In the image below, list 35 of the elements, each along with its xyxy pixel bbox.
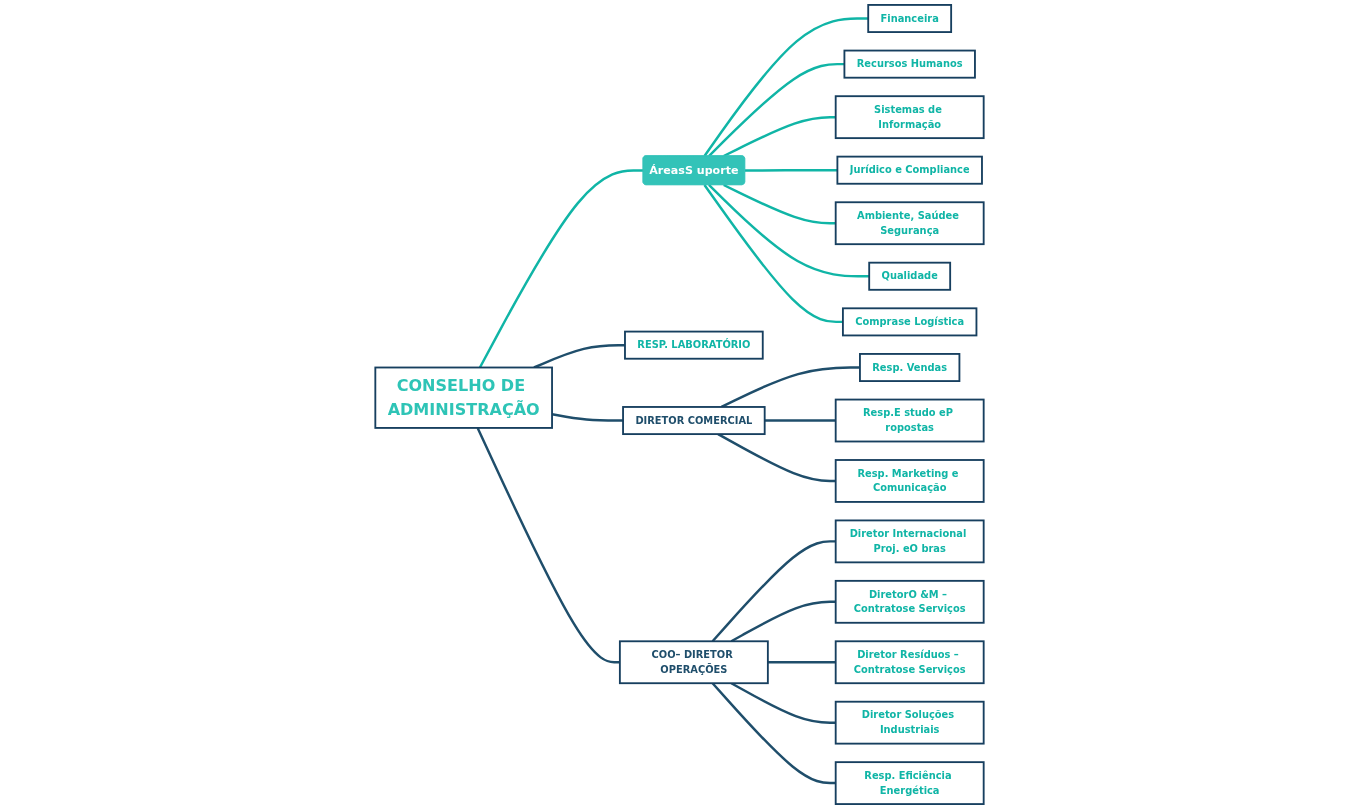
- node-box: COO– DIRETOR OPERAÇÕES: [618, 640, 769, 685]
- node-box: Financeira: [867, 4, 953, 33]
- node-box: Qualidade: [868, 261, 952, 291]
- node-box: Resp. Vendas: [859, 353, 961, 382]
- connector: [723, 183, 836, 225]
- connector: [476, 427, 620, 664]
- connector: [711, 682, 836, 785]
- connector: [533, 343, 625, 369]
- node-box: Resp. Eficiência Energética: [834, 761, 985, 805]
- node-box: CONSELHO DE ADMINISTRAÇÃO: [374, 366, 553, 429]
- connector: [745, 168, 838, 172]
- node-box: Diretor Internacional Proj. eO bras: [834, 519, 985, 564]
- node-box: Resp.E studo eP ropostas: [834, 398, 985, 443]
- connector: [764, 419, 836, 422]
- connector: [711, 540, 836, 643]
- connector: [717, 433, 836, 483]
- node-box: Diretor Resíduos – Contratose Serviços: [834, 640, 985, 685]
- connector: [767, 661, 836, 664]
- node-box: DiretorO &M – Contratose Serviços: [834, 579, 985, 624]
- connector: [703, 17, 869, 157]
- connector: [708, 62, 845, 157]
- node-box: Resp. Marketing e Comunicação: [834, 459, 985, 503]
- connector: [478, 169, 644, 369]
- node-box: Jurídico e Compliance: [836, 155, 983, 185]
- connector: [708, 184, 870, 278]
- connector: [730, 682, 836, 724]
- connector: [730, 600, 836, 643]
- connector: [703, 184, 843, 324]
- node-box: Comprase Logística: [842, 307, 978, 337]
- node-box: Sistemas de Informação: [834, 95, 985, 140]
- node-box: Diretor Soluções Industriais: [834, 700, 985, 745]
- node-box: Ambiente, Saúdee Segurança: [834, 201, 985, 246]
- node-box: DIRETOR COMERCIAL: [622, 406, 766, 436]
- node-box: RESP. LABORATÓRIO: [624, 330, 764, 360]
- node-box: Recursos Humanos: [843, 49, 976, 79]
